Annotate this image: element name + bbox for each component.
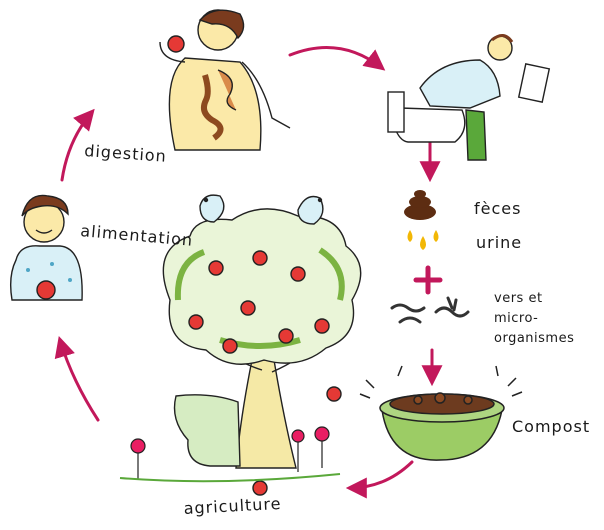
plus-icon	[416, 268, 440, 292]
apple-tree-icon	[163, 209, 360, 495]
arrow-eating-to-toilet	[290, 47, 382, 68]
person-eating-icon	[160, 10, 290, 150]
label-feces: fèces	[474, 199, 521, 218]
compost-bowl-icon	[360, 366, 522, 460]
label-urine: urine	[476, 233, 522, 252]
label-alimentation: alimentation	[80, 221, 194, 250]
label-vers-line2: micro-	[494, 311, 538, 326]
label-vers-line1: vers et	[494, 291, 543, 306]
toilet-person-icon	[388, 35, 549, 160]
arrow-tree-to-woman	[60, 340, 98, 420]
label-vers-line3: organismes	[494, 331, 574, 346]
feces-icon	[404, 190, 436, 220]
label-compost: Compost	[512, 417, 590, 436]
label-agriculture: agriculture	[183, 494, 282, 518]
label-digestion: digestion	[84, 141, 168, 166]
arrow-compost-to-agriculture	[350, 462, 412, 488]
woman-holding-apple-icon	[11, 195, 82, 300]
worms-icon	[392, 298, 468, 322]
urine-drops-icon	[408, 230, 439, 250]
